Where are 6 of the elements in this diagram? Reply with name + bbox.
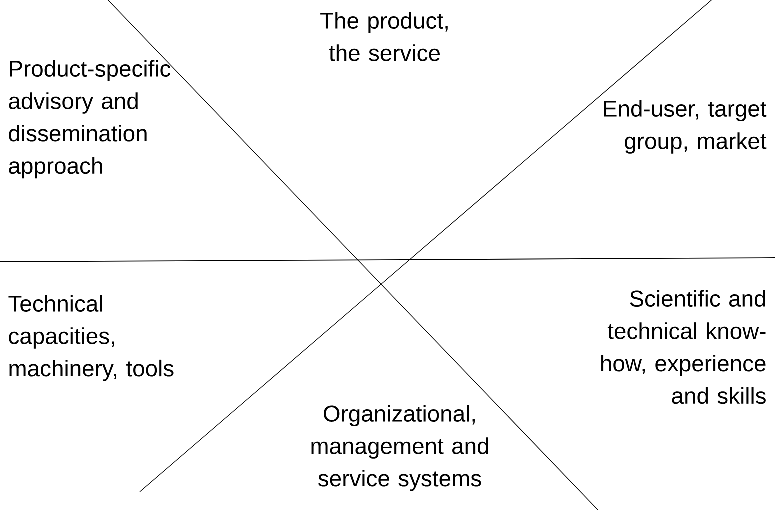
sector-label: Product-specific advisory and dissemination approach: [9, 60, 171, 179]
sector-label: Technical capacities, machinery, tools: [8, 295, 174, 382]
sector-label: The product, the service: [320, 12, 448, 62]
sector-label: End-user, target group, market: [604, 100, 767, 154]
sector-label: Organizational, management and service systems: [312, 405, 488, 492]
sector-label: Scientific and technical know-how, experience and skills: [602, 290, 766, 404]
